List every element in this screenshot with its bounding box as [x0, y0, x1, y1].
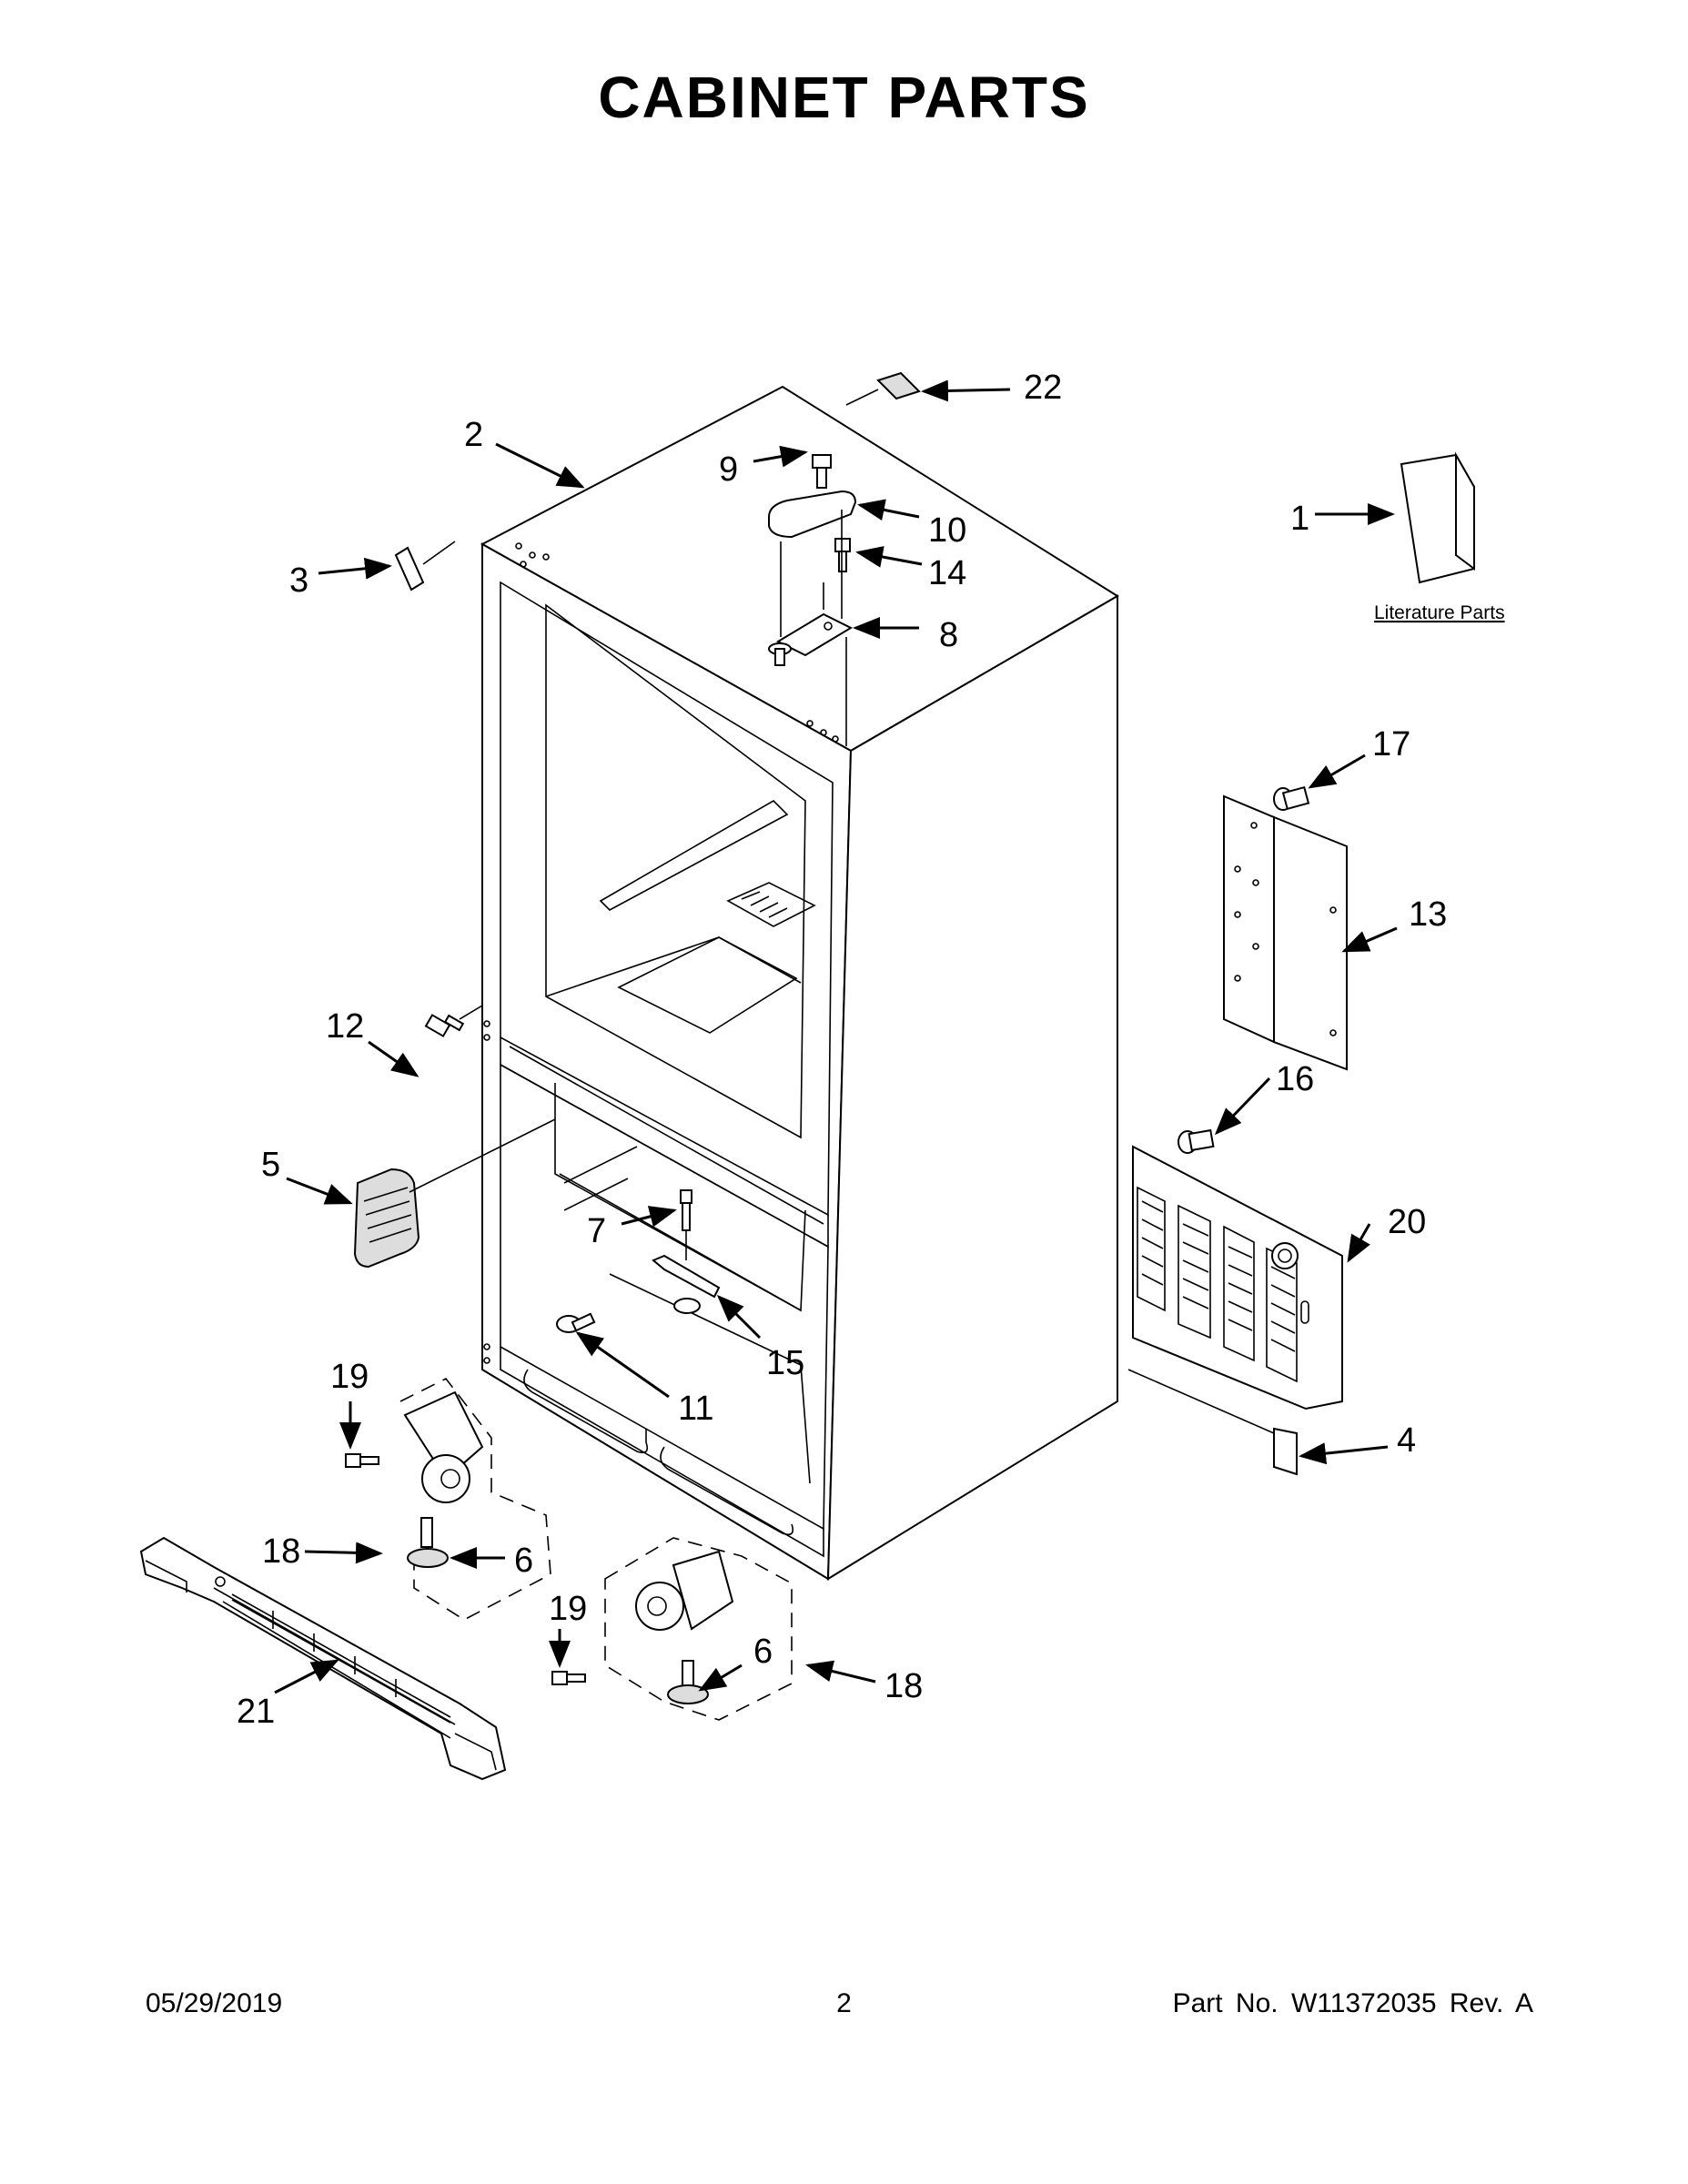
part-6-leveler-right — [667, 1684, 709, 1704]
part-12-screw — [424, 1014, 465, 1037]
callout-7: 7 — [587, 1212, 606, 1250]
part-7-screw — [680, 1189, 692, 1231]
part-4-strip — [1127, 1369, 1298, 1476]
part-1-literature — [1400, 451, 1475, 584]
callout-5: 5 — [261, 1146, 280, 1184]
footer-page-number: 2 — [836, 1988, 852, 2018]
part-22-label — [876, 371, 921, 400]
callout-6-left: 6 — [514, 1542, 533, 1580]
part-17-screw — [1273, 785, 1310, 811]
callout-20: 20 — [1388, 1203, 1426, 1241]
part-11-screw — [556, 1312, 596, 1333]
callout-19-left: 19 — [330, 1358, 369, 1396]
part-5-badge — [353, 1168, 420, 1269]
callout-2: 2 — [464, 416, 483, 454]
part-19-screw-right — [551, 1671, 586, 1685]
callout-18-left: 18 — [262, 1532, 300, 1571]
callout-9: 9 — [719, 450, 738, 489]
liner-vent — [726, 882, 816, 927]
part-21-toe-grille — [139, 1536, 507, 1781]
callout-1: 1 — [1290, 500, 1309, 538]
part-19-screw-left — [345, 1453, 379, 1468]
callout-21: 21 — [237, 1693, 275, 1731]
footer-part-number: Part No. W11372035 Rev. A — [1172, 1988, 1533, 2018]
callout-14: 14 — [928, 554, 966, 592]
cabinet — [480, 385, 1119, 1581]
part-14-screw — [834, 538, 851, 572]
part-3-clip — [394, 546, 425, 592]
leader-lines — [274, 379, 1398, 1694]
part-16-screw — [1178, 1128, 1215, 1154]
callout-4: 4 — [1397, 1421, 1416, 1460]
footer-date: 05/29/2019 — [146, 1988, 283, 2018]
part-8-hinge-plate — [775, 612, 854, 657]
callout-16: 16 — [1276, 1060, 1314, 1098]
callout-17: 17 — [1372, 725, 1410, 763]
callout-18-right: 18 — [884, 1667, 923, 1705]
callout-labels: 22 2 9 10 14 8 1 3 17 13 12 16 5 7 20 15… — [237, 369, 1447, 1731]
callout-15: 15 — [766, 1344, 804, 1382]
part-18-roller-assembly-right — [604, 1537, 793, 1721]
callout-22: 22 — [1024, 369, 1062, 407]
part-18-roller-assembly-left — [399, 1377, 551, 1621]
callout-11: 11 — [678, 1390, 713, 1428]
callout-10: 10 — [928, 511, 966, 550]
part-15-bracket — [652, 1254, 721, 1299]
callout-6-right: 6 — [753, 1633, 773, 1671]
callout-13: 13 — [1409, 895, 1447, 934]
callout-19-right: 19 — [549, 1590, 587, 1628]
part-20-grille — [1132, 1145, 1343, 1410]
callout-12: 12 — [326, 1007, 364, 1046]
part-9-screw — [812, 454, 832, 489]
part-13-panel — [1223, 794, 1348, 1071]
callout-3: 3 — [289, 561, 308, 600]
page-title: CABINET PARTS — [598, 65, 1090, 130]
literature-caption: Literature Parts — [1374, 602, 1505, 623]
part-8-pin — [768, 642, 792, 666]
part-10-hinge-cover — [768, 490, 857, 539]
part-6-leveler-left — [407, 1548, 449, 1568]
callout-8: 8 — [939, 616, 958, 654]
